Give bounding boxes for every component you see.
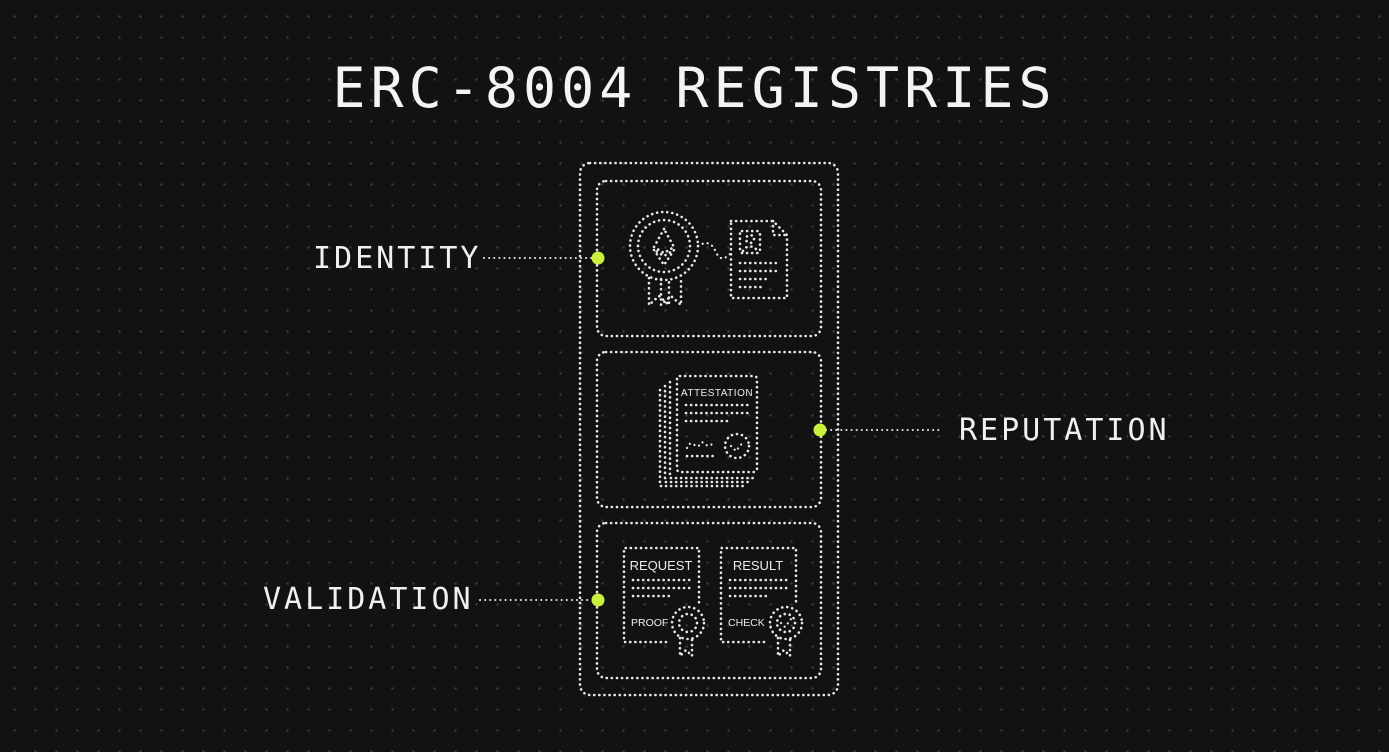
result-check-icon [719, 546, 804, 660]
validation-section [595, 521, 823, 680]
proof-label: PROOF [631, 617, 668, 629]
request-proof-icon [622, 546, 706, 660]
profile-document-icon [729, 219, 789, 300]
page-title: ERC-8004 REGISTRIES [332, 56, 1057, 120]
check-label: CHECK [728, 617, 765, 629]
label-reputation: REPUTATION [959, 413, 1170, 448]
identity-node [591, 251, 605, 265]
reputation-node [813, 423, 827, 437]
result-label: RESULT [733, 558, 783, 573]
identity-section [595, 179, 823, 338]
reputation-section [595, 350, 823, 509]
ethereum-medal-icon [628, 210, 732, 308]
label-validation: VALIDATION [263, 582, 474, 617]
request-label: REQUEST [630, 558, 693, 573]
attestation-label: ATTESTATION [681, 388, 753, 399]
registry-container [578, 161, 840, 697]
validation-node [591, 593, 605, 607]
label-identity: IDENTITY [313, 241, 482, 276]
attestation-stack-icon [658, 374, 759, 488]
